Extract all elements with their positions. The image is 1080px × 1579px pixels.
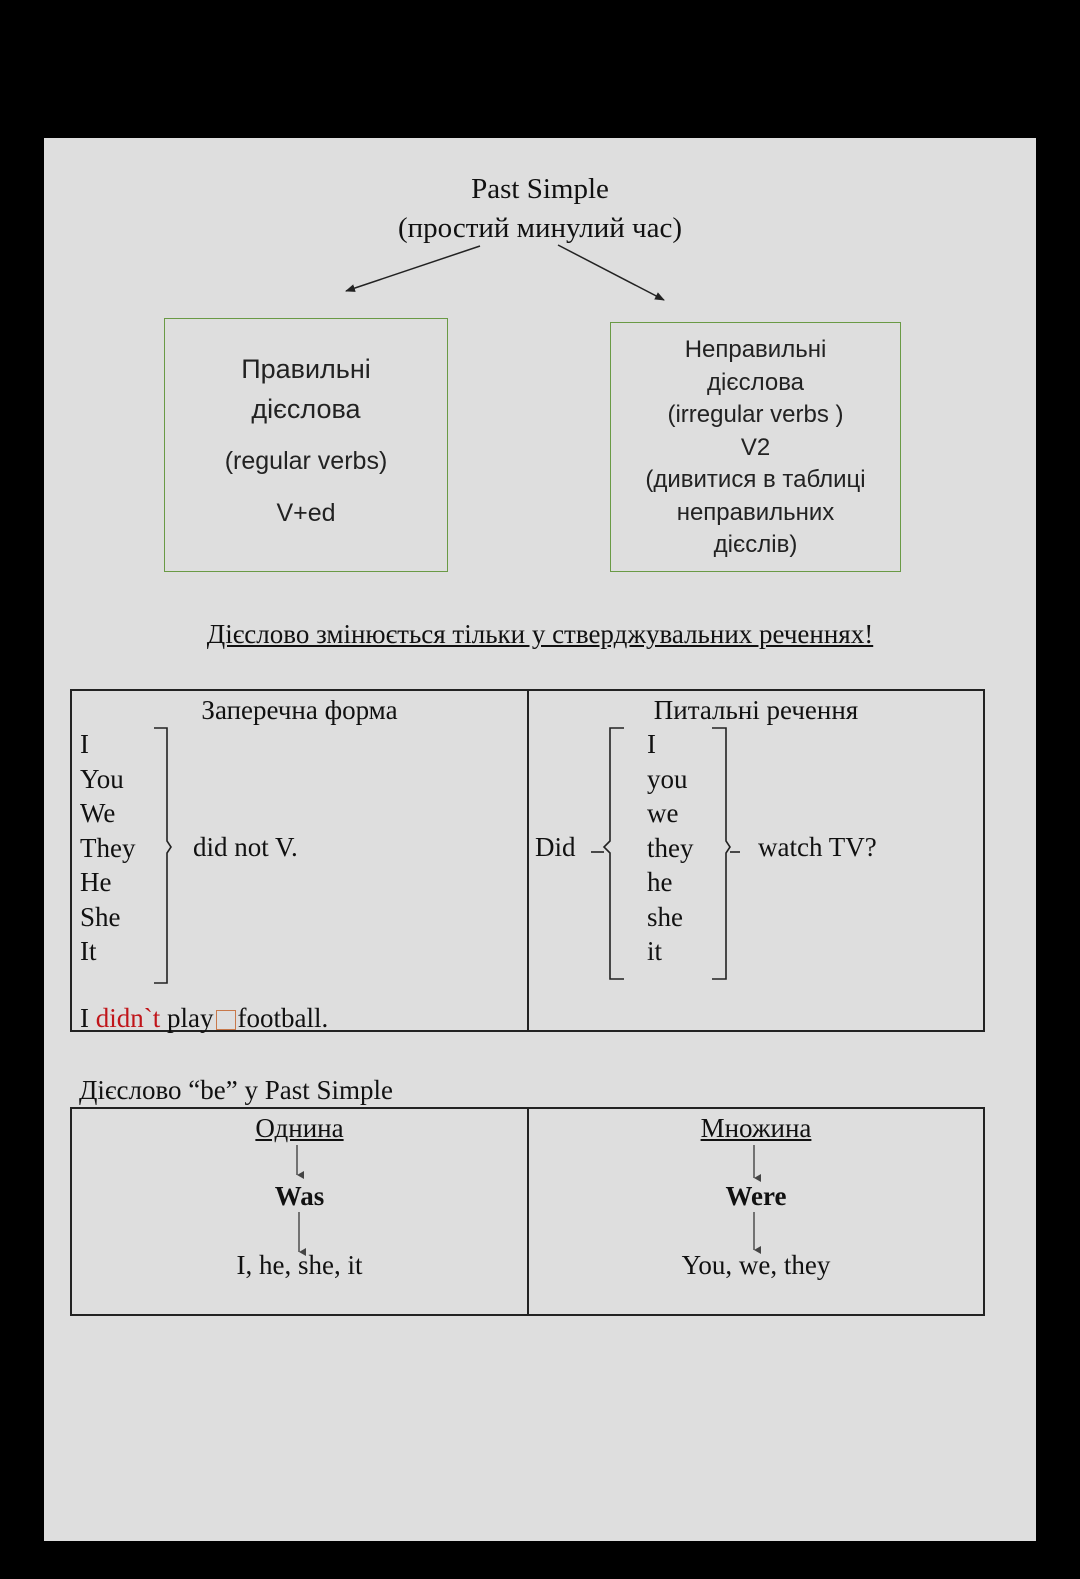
question-formula: watch TV? [758, 832, 877, 862]
irregular-line-2: дієслова [706, 368, 805, 396]
singular-form: Was [274, 1181, 325, 1211]
arrow-to-irregular [557, 244, 665, 301]
irregular-line-1: Неправильні [684, 336, 827, 363]
regular-line-1: Правильні [241, 354, 371, 384]
page-title: Past Simple [471, 173, 609, 205]
arrow-to-regular [345, 245, 481, 292]
singular-heading: Однина [255, 1113, 344, 1143]
be-section-title: Дієслово “be” у Past Simple [79, 1075, 393, 1105]
arrows-layer [345, 244, 665, 301]
example-subject: I [80, 1003, 96, 1033]
regular-line-3: (regular verbs) [224, 447, 388, 475]
question-pronoun: they [647, 832, 694, 863]
negative-pronoun: It [80, 936, 97, 966]
be-table-divider [527, 1109, 529, 1314]
question-pronoun: we [647, 798, 679, 828]
negative-heading: Заперечна форма [201, 695, 398, 725]
be-arrows [296, 1145, 761, 1256]
question-heading: Питальні речення [653, 695, 859, 725]
regular-verbs-box: Правильні дієслова (regular verbs) V+ed [164, 318, 448, 572]
irregular-line-7: дієслів) [713, 531, 798, 558]
question-pronoun: she [647, 901, 683, 932]
irregular-line-6: неправильних [676, 498, 835, 526]
question-pronoun: it [647, 936, 663, 966]
plural-form: Were [725, 1181, 787, 1211]
example-verb: play [160, 1003, 214, 1033]
negative-pronoun-list: I You We They He She It [80, 727, 135, 969]
plural-heading: Множина [700, 1113, 812, 1143]
question-pronoun: he [647, 867, 673, 897]
negative-pronoun: I [80, 729, 89, 759]
example-auxiliary: didn`t [95, 1003, 161, 1033]
question-auxiliary: Did [535, 832, 576, 862]
negative-pronoun: He [80, 867, 112, 897]
forms-table-divider [527, 691, 529, 1030]
page-subtitle: (простий минулий час) [397, 212, 683, 244]
question-pronoun: you [647, 763, 688, 794]
negative-pronoun: We [80, 798, 116, 828]
forms-table: Заперечна форма I You We They He She It … [70, 689, 985, 1035]
plural-subjects: You, we, they [681, 1250, 831, 1280]
regular-line-2: дієслова [251, 394, 361, 424]
question-pronoun: I [647, 729, 656, 759]
be-table: Однина Was I, he, she, it Множина Were Y… [70, 1107, 985, 1316]
irregular-line-3: (irregular verbs ) [667, 401, 844, 428]
negative-pronoun: You [80, 763, 124, 794]
question-brackets [591, 727, 740, 980]
question-pronoun-list: I you we they he she it [647, 727, 694, 969]
negative-bracket [154, 727, 172, 984]
irregular-line-5: (дивитися в таблиці [645, 466, 866, 493]
negative-example: I didn`t play football. [80, 1001, 328, 1035]
singular-subjects: I, he, she, it [236, 1250, 363, 1280]
document-page: Past Simple (простий минулий час) Правил… [44, 138, 1036, 1541]
negative-pronoun: She [80, 901, 121, 932]
missing-glyph-box [215, 1010, 236, 1030]
rule-note: Дієслово змінюється тільки у стверджувал… [206, 619, 874, 649]
regular-line-4: V+ed [276, 499, 336, 527]
irregular-verbs-box: Неправильні дієслова (irregular verbs ) … [610, 322, 901, 572]
irregular-line-4: V2 [740, 433, 771, 461]
negative-formula: did not V. [193, 832, 298, 862]
example-object: football. [237, 1003, 329, 1033]
negative-pronoun: They [80, 832, 136, 863]
